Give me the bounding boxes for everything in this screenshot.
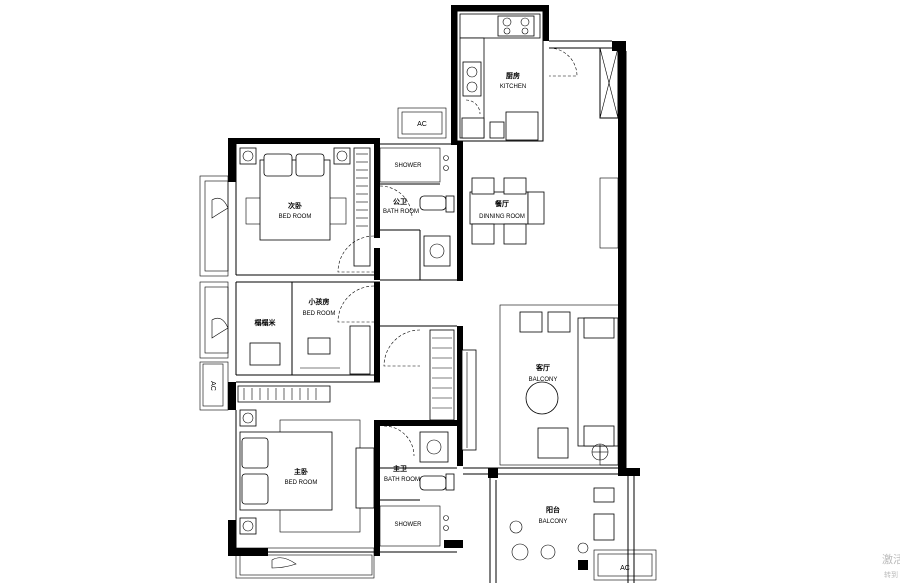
master-bedroom-label-en: BED ROOM: [285, 480, 318, 486]
second-bedroom-label-cn: 次卧: [288, 201, 302, 210]
dining-label-cn: 餐厅: [494, 199, 509, 208]
ac-label-1: AC: [417, 121, 427, 128]
public-bath-label-cn: 公卫: [393, 198, 407, 206]
second-bedroom-furniture: [211, 147, 375, 273]
master-bedroom-furniture: [237, 329, 455, 569]
walls: [199, 5, 640, 583]
balcony-fixtures: [509, 487, 615, 561]
second-bedroom-label-en: BED ROOM: [279, 214, 312, 220]
dining-label-en: DINNING ROOM: [479, 214, 525, 220]
public-bath-fixtures: [379, 147, 455, 267]
master-bath-label-en: BATH ROOM: [384, 477, 420, 483]
master-bath-label-cn: 主卫: [393, 464, 407, 473]
ac-label-3: AC: [209, 381, 216, 391]
watermark-line1: 激活: [882, 552, 900, 566]
kids-bedroom-label-cn: 小孩房: [308, 297, 330, 306]
living-furniture: [461, 304, 621, 466]
tatami-label-cn: 榻榻米: [254, 318, 277, 327]
kitchen-label-cn: 厨房: [506, 71, 520, 80]
living-label-en: BALCONY: [529, 377, 558, 383]
room-labels: 厨房 KITCHEN 餐厅 DINNING ROOM 客厅 BALCONY 阳台…: [254, 71, 568, 528]
ac-label-2: AC: [620, 565, 630, 572]
balcony-label-cn: 阳台: [546, 505, 560, 514]
kids-bedroom-furniture: [211, 282, 375, 375]
ac-units: AC AC AC: [202, 107, 657, 581]
kitchen-label-en: KITCHEN: [500, 84, 526, 90]
master-bath-fixtures: [379, 425, 455, 547]
master-bedroom-label-cn: 主卧: [294, 467, 308, 476]
watermark: 激活 转到: [882, 552, 900, 579]
watermark-line2: 转到: [884, 570, 898, 579]
kids-bedroom-label-en: BED ROOM: [303, 311, 336, 317]
public-bath-label-en: BATH ROOM: [383, 209, 419, 215]
kitchen-fixtures: [459, 13, 578, 141]
living-label-cn: 客厅: [535, 363, 550, 372]
shower-top-label: SHOWER: [395, 163, 423, 169]
shower-bottom-label: SHOWER: [395, 522, 423, 528]
dining-furniture: [457, 177, 545, 245]
balcony-label-en: BALCONY: [539, 519, 568, 525]
